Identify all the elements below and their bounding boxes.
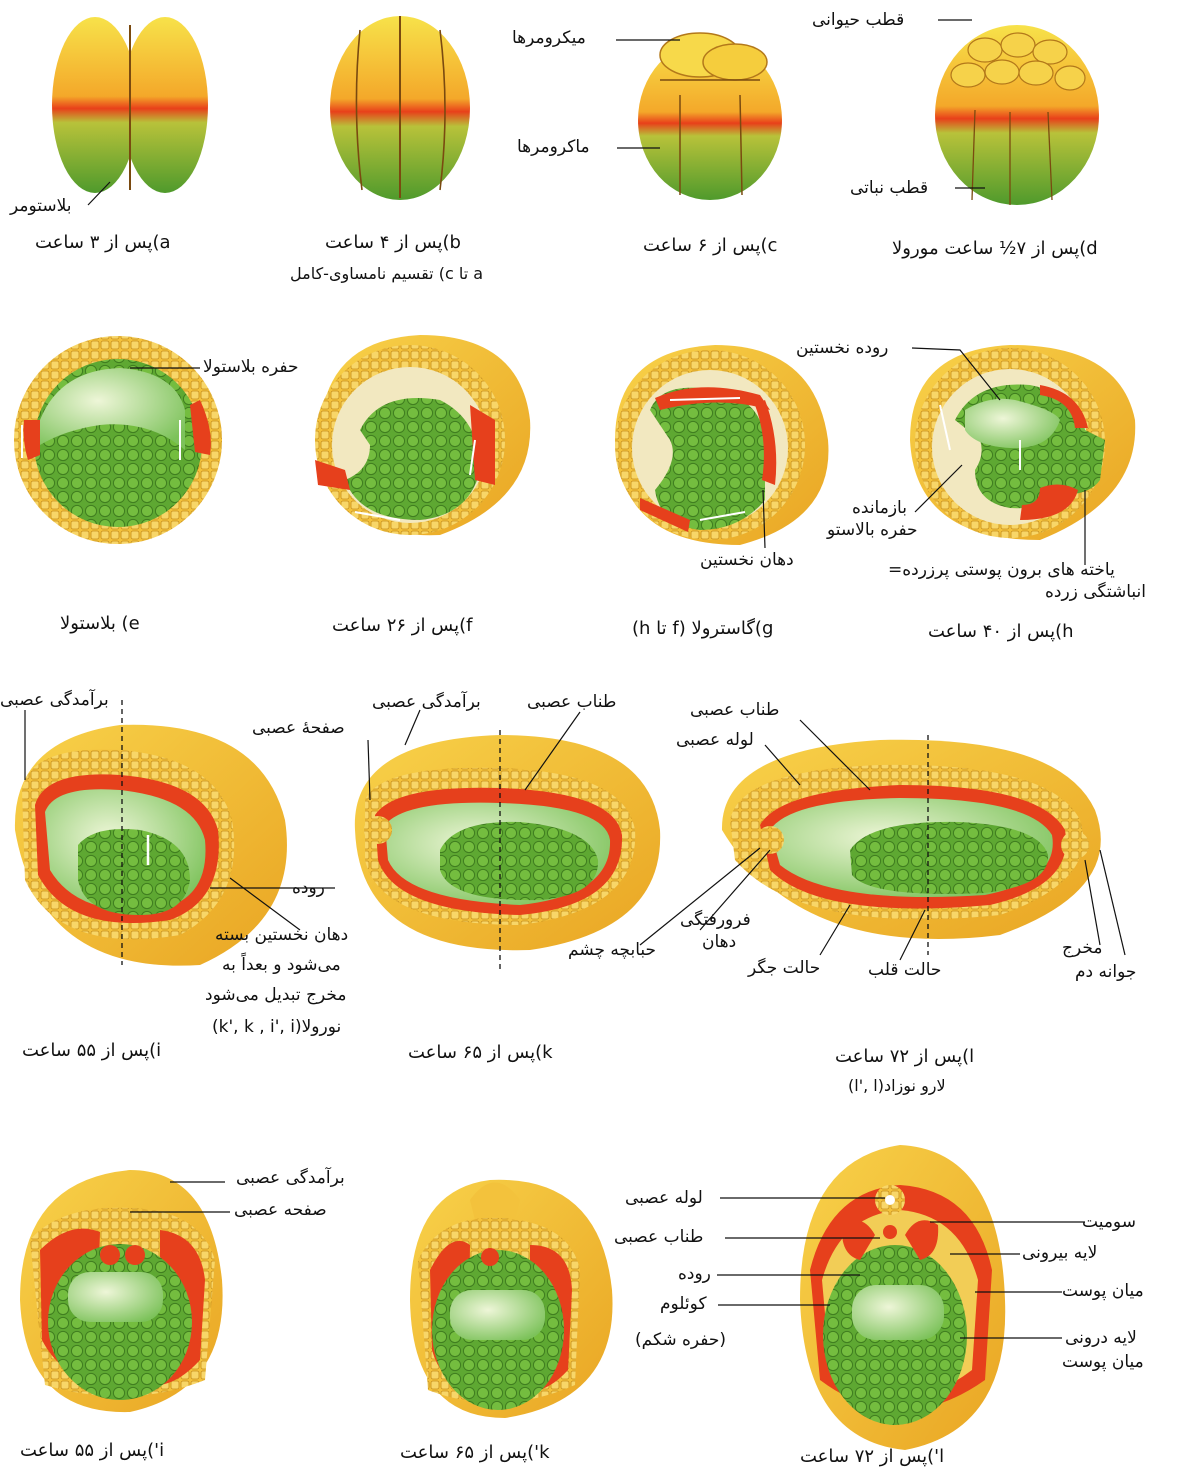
label-inner-2: میان پوست (1062, 1352, 1144, 1372)
caption-l: l)پس از ۷۲ ساعت (835, 1046, 974, 1068)
section-i2 (20, 1170, 223, 1412)
egg-c (638, 33, 782, 200)
label-notochord-k: طناب عصبی (527, 692, 616, 712)
label-inner-1: لایه درونی (1065, 1328, 1137, 1348)
label-blastopore-2: می‌شود و بعداً به (222, 955, 341, 975)
label-vegetal-pole: قطب نباتی (850, 178, 928, 198)
label-heart: حالت قلب (868, 960, 941, 980)
label-yolk-2: انباشتگی زرده (1045, 582, 1146, 602)
label-liver: حالت جگر (748, 958, 820, 978)
label-blastopore: دهان نخستین (700, 550, 794, 570)
section-k2 (410, 1180, 613, 1418)
caption-l-sub: لارو نوزاد(l', l) (848, 1076, 946, 1096)
label-remnant-2: حفره بالاستو (827, 520, 918, 540)
caption-c: c)پس از ۶ ساعت (643, 235, 777, 257)
caption-k: k)پس از ۶۵ ساعت (408, 1042, 553, 1064)
label-neural-fold-i: برآمدگی عصبی (0, 690, 109, 710)
caption-e: e) بلاستولا (60, 613, 140, 635)
label-micromeres: میکرومرها (512, 28, 586, 48)
label-neural-fold-k: برآمدگی عصبی (372, 692, 481, 712)
caption-i2: i')پس از ۵۵ ساعت (20, 1440, 164, 1462)
section-l2 (800, 1145, 1005, 1450)
gastrula-g (615, 345, 828, 545)
gastrula-f (315, 335, 530, 535)
larva-l (722, 735, 1101, 955)
label-anus: مخرج (1062, 938, 1102, 958)
caption-g: g)گاسترولا (f تا h) (632, 618, 773, 640)
caption-a: a)پس از ۳ ساعت (35, 232, 171, 254)
label-blastopore-1: دهان نخستین بسته (215, 925, 348, 945)
label-neural-tube: لوله عصبی (625, 1188, 703, 1208)
neurula-k (355, 730, 660, 970)
label-stomodeum-2: دهان (702, 932, 736, 952)
caption-b: b)پس از ۴ ساعت (325, 232, 461, 254)
caption-l2: l')پس از ۷۲ ساعت (800, 1446, 944, 1468)
label-notochord: طناب عصبی (614, 1227, 703, 1247)
label-animal-pole: قطب حیوانی (812, 10, 904, 30)
label-tail-bud: جوانه دم (1075, 962, 1136, 982)
caption-h: h)پس از ۴۰ ساعت (928, 621, 1074, 643)
label-archenteron: روده نخستین (796, 338, 888, 358)
egg-a (52, 17, 208, 193)
label-blastomere: بلاستومر (10, 196, 72, 216)
label-stomodeum-1: فرورفتگی (680, 910, 751, 930)
label-coelom: کوئلوم (660, 1294, 707, 1314)
label-blastopore-3: مخرج تبدیل می‌شود (205, 985, 347, 1005)
label-coelom-sub: (حفره شکم) (635, 1330, 726, 1350)
label-optic-vesicle: حبابچه چشم (568, 940, 656, 960)
label-neural-plate-k: صفحهٔ عصبی (252, 718, 345, 738)
label-neural-fold: برآمدگی عصبی (236, 1168, 345, 1188)
label-notochord-l: طناب عصبی (690, 700, 779, 720)
label-neural-plate: صفحه عصبی (234, 1200, 327, 1220)
caption-f: f)پس از ۲۶ ساعت (332, 615, 473, 637)
label-macromeres: ماکرومرها (517, 137, 590, 157)
label-gut-i: روده (292, 878, 325, 898)
label-neural-tube-l: لوله عصبی (676, 730, 754, 750)
label-yolk-1: یاخته های برون پوستی پرزرده= (888, 560, 1115, 580)
label-somite: سومیت (1082, 1212, 1136, 1232)
caption-k2: k')پس از ۶۵ ساعت (400, 1442, 550, 1464)
egg-d (935, 25, 1099, 205)
label-outer-layer: لایه بیرونی (1022, 1243, 1097, 1263)
gastrula-h (910, 345, 1135, 540)
label-mesoderm: میان پوست (1062, 1281, 1144, 1301)
caption-d: d)پس از ۷½ ساعت مورولا (892, 238, 1098, 260)
label-remnant-1: بازمانده (852, 498, 907, 518)
label-neurula: نورولا(k', k , i', i) (212, 1017, 341, 1037)
blastula-e (14, 336, 222, 544)
label-gut: روده (678, 1264, 711, 1284)
label-blastocoel: حفره بلاستولا (203, 357, 299, 377)
caption-i: i)پس از ۵۵ ساعت (22, 1040, 161, 1062)
caption-b-sub: a تا c) تقسیم نامساوی-کامل (290, 264, 483, 284)
egg-b (330, 16, 470, 200)
